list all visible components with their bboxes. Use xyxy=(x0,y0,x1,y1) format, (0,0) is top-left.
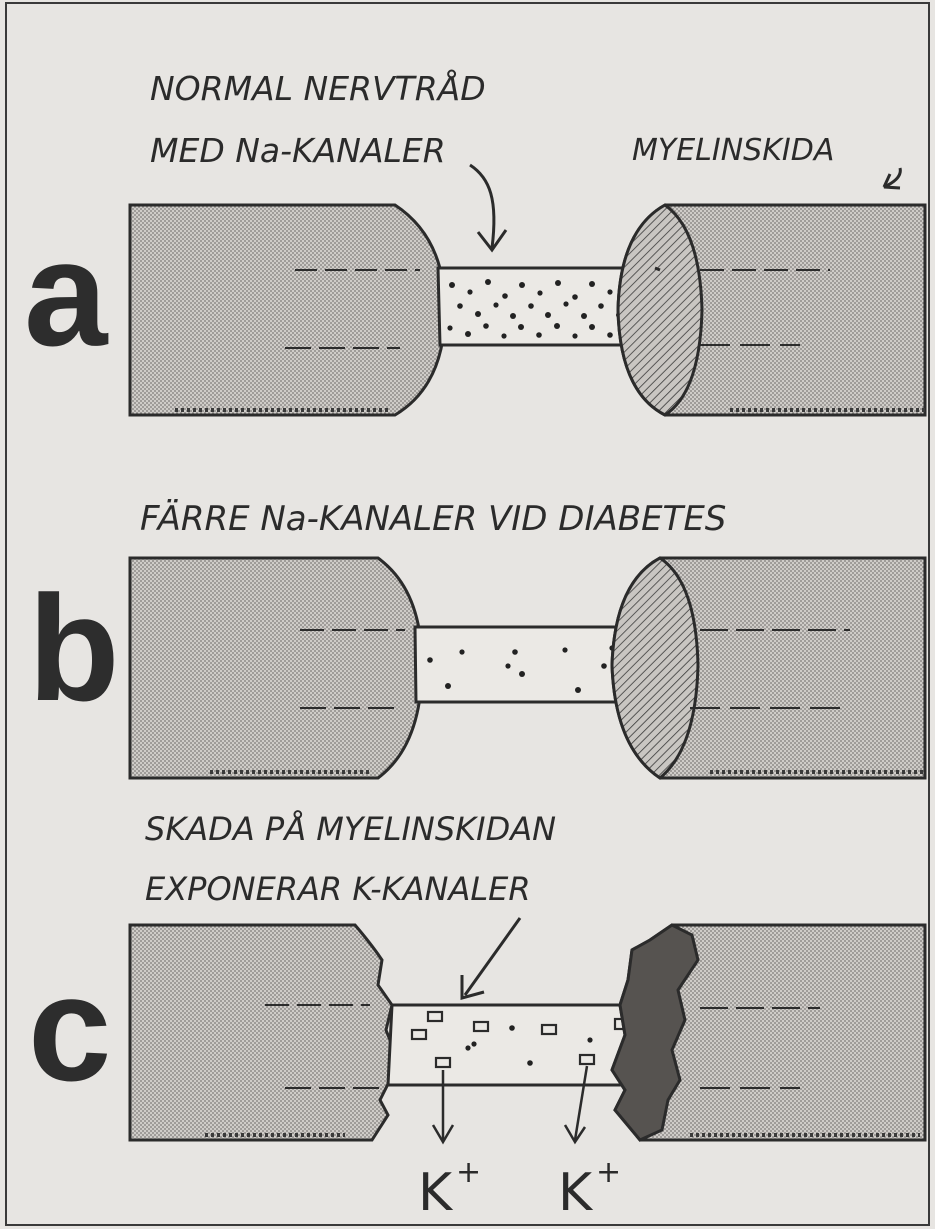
myelin-label: MYELINSKIDA xyxy=(632,133,834,168)
k-ion-right-charge: + xyxy=(596,1155,621,1190)
panel-a: a NORMAL NERVTRÅD MED Na-KANALER MYELINS… xyxy=(24,68,925,415)
myelin-end-face-b xyxy=(612,558,698,778)
panel-c-letter: c xyxy=(28,944,111,1112)
panel-a-letter: a xyxy=(24,209,109,377)
myelin-end-face-a xyxy=(618,205,702,415)
panel-a-caption-line2: MED Na-KANALER xyxy=(150,131,446,170)
myelin-segment-left-a xyxy=(130,205,445,415)
panel-b-letter: b xyxy=(28,564,120,732)
myelin-pointer xyxy=(884,168,900,188)
panel-b: b FÄRRE Na-KANALER VID DIABETES xyxy=(28,499,925,778)
panel-c-caption-line1: SKADA PÅ MYELINSKIDAN xyxy=(145,810,556,848)
k-ion-left: K xyxy=(418,1163,454,1223)
k-ion-left-charge: + xyxy=(456,1155,481,1190)
panel-a-caption-line1: NORMAL NERVTRÅD xyxy=(150,68,486,108)
myelin-segment-left-b xyxy=(130,558,422,778)
panel-c-caption-line2: EXPONERAR K-KANALER xyxy=(145,870,531,908)
caption-arrow-c xyxy=(465,918,520,995)
panel-c: c SKADA PÅ MYELINSKIDAN EXPONERAR K-KANA… xyxy=(28,810,925,1223)
k-ion-right: K xyxy=(558,1163,594,1223)
panel-b-caption: FÄRRE Na-KANALER VID DIABETES xyxy=(140,499,726,539)
myelin-segment-left-c xyxy=(130,925,398,1140)
